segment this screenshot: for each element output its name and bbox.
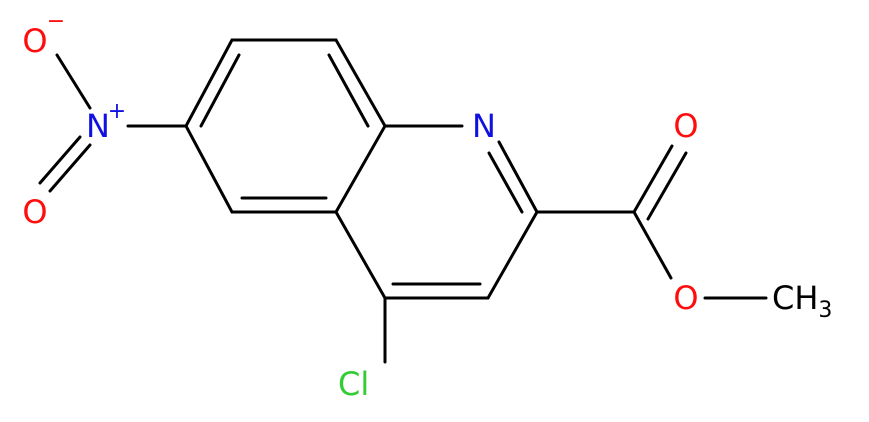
- atom-nitro-oxygen-top: O: [22, 22, 47, 60]
- bond-c8-c8a-inner: [327, 53, 370, 128]
- bond-c5-c6: [184, 124, 234, 214]
- atom-ring-nitrogen: N: [472, 107, 496, 145]
- charge-plus: +: [108, 99, 126, 124]
- atom-methyl-carbon: CH3: [772, 279, 832, 323]
- charge-minus: −: [47, 9, 65, 34]
- atom-ester-oxygen: O: [673, 279, 698, 317]
- bond-c8a-c4a: [334, 124, 387, 214]
- bond-nitro-n-o-top: [55, 53, 92, 110]
- bond-c6-c7: [184, 38, 234, 128]
- atom-carbonyl-oxygen: O: [673, 107, 698, 145]
- atom-nitro-oxygen-bottom: O: [22, 193, 47, 231]
- bond-carbonyl-c-o-1: [632, 144, 674, 214]
- bond-c4-c4a: [334, 210, 387, 300]
- bond-carbonyl-c-ester-o: [632, 210, 673, 280]
- atom-chlorine: Cl: [338, 365, 369, 403]
- bond-n1-c2: [497, 140, 539, 214]
- atom-nitro-nitrogen: N: [86, 107, 110, 145]
- bond-n1-c2-inner: [487, 151, 524, 214]
- bond-nitro-n-o-bottom-2: [38, 135, 82, 185]
- bond-c8-c8a: [334, 38, 387, 128]
- bond-nitro-n-o-bottom: [48, 143, 92, 193]
- bond-carbonyl-c-o-2: [646, 151, 688, 221]
- bond-c2-c3: [486, 210, 539, 300]
- bond-c6-c7-inner: [199, 53, 241, 128]
